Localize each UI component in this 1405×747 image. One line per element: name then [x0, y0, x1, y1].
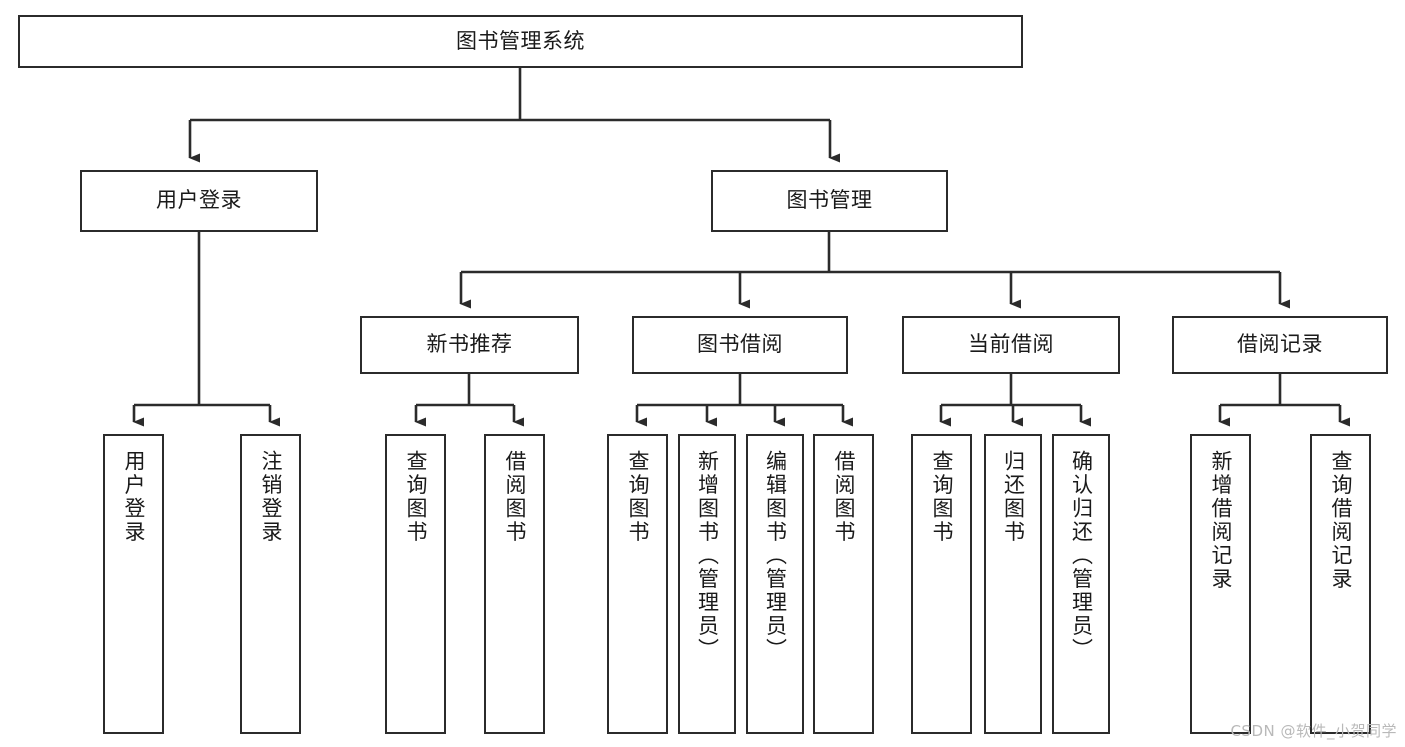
leaf-logout[interactable]: 注销登录 [240, 434, 301, 734]
leaf-query-borrow-record-label: 查询借阅记录 [1329, 450, 1353, 591]
leaf-borrow-book-1[interactable]: 借阅图书 [484, 434, 545, 734]
leaf-logout-label: 注销登录 [259, 450, 283, 544]
leaf-query-book-3[interactable]: 查询图书 [911, 434, 972, 734]
leaf-query-book-3-label: 查询图书 [930, 450, 954, 544]
leaf-borrow-book-2-label: 借阅图书 [832, 450, 856, 544]
leaf-confirm-return-label: 确认归还（管理员） [1069, 450, 1094, 662]
node-book-manage[interactable]: 图书管理 [711, 170, 948, 232]
leaf-return-book[interactable]: 归还图书 [984, 434, 1042, 734]
node-new-book-recommend-label: 新书推荐 [426, 332, 513, 357]
leaf-add-borrow-record-label: 新增借阅记录 [1209, 450, 1233, 591]
node-borrow-record-label: 借阅记录 [1237, 332, 1323, 357]
leaf-query-book-2[interactable]: 查询图书 [607, 434, 668, 734]
leaf-query-book-2-label: 查询图书 [626, 450, 650, 544]
node-book-borrow[interactable]: 图书借阅 [632, 316, 848, 374]
leaf-borrow-book-1-label: 借阅图书 [503, 450, 527, 544]
leaf-query-book-1-label: 查询图书 [404, 450, 428, 544]
leaf-query-borrow-record[interactable]: 查询借阅记录 [1310, 434, 1371, 734]
leaf-borrow-book-2[interactable]: 借阅图书 [813, 434, 874, 734]
node-new-book-recommend[interactable]: 新书推荐 [360, 316, 579, 374]
leaf-user-login-label: 用户登录 [122, 450, 146, 544]
node-book-manage-label: 图书管理 [786, 188, 873, 213]
leaf-add-book-label: 新增图书（管理员） [695, 450, 720, 662]
node-borrow-record[interactable]: 借阅记录 [1172, 316, 1388, 374]
leaf-confirm-return[interactable]: 确认归还（管理员） [1052, 434, 1110, 734]
leaf-user-login[interactable]: 用户登录 [103, 434, 164, 734]
node-user-login[interactable]: 用户登录 [80, 170, 318, 232]
node-current-borrow-label: 当前借阅 [968, 332, 1054, 357]
node-book-borrow-label: 图书借阅 [697, 332, 783, 357]
node-root[interactable]: 图书管理系统 [18, 15, 1023, 68]
watermark: CSDN @软件_小贺同学 [1230, 722, 1397, 740]
leaf-edit-book-label: 编辑图书（管理员） [763, 450, 788, 662]
leaf-query-book-1[interactable]: 查询图书 [385, 434, 446, 734]
leaf-add-borrow-record[interactable]: 新增借阅记录 [1190, 434, 1251, 734]
leaf-add-book[interactable]: 新增图书（管理员） [678, 434, 736, 734]
leaf-edit-book[interactable]: 编辑图书（管理员） [746, 434, 804, 734]
node-current-borrow[interactable]: 当前借阅 [902, 316, 1120, 374]
leaf-return-book-label: 归还图书 [1001, 450, 1026, 544]
node-user-login-label: 用户登录 [156, 188, 242, 213]
node-root-label: 图书管理系统 [456, 28, 585, 53]
